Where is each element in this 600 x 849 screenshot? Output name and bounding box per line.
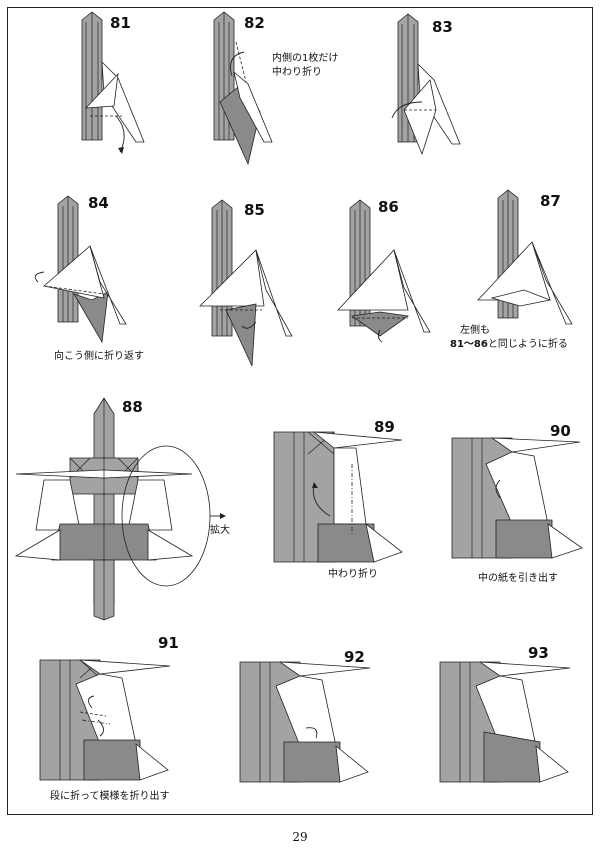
diagram-step-92	[239, 661, 371, 783]
step-number-90: 90	[550, 422, 571, 440]
step-number-85: 85	[244, 201, 265, 219]
step-84-caption: 向こう側に折り返す	[54, 351, 144, 362]
step-88-caption: 拡大	[210, 525, 230, 536]
step-90-caption: 中の紙を引き出す	[478, 573, 558, 584]
step-number-91: 91	[158, 634, 179, 652]
step-number-87: 87	[540, 192, 561, 210]
diagram-step-90	[451, 437, 583, 559]
step-89-caption: 中わり折り	[328, 569, 378, 580]
step-82-caption-line-2: 中わり折り	[272, 67, 322, 78]
step-number-81: 81	[110, 14, 131, 32]
step-82-caption-line-1: 内側の1枚だけ	[272, 53, 339, 64]
step-number-84: 84	[88, 194, 109, 212]
step-87-caption-step-range: 81〜86	[450, 339, 488, 350]
page-number: 29	[292, 830, 308, 844]
step-91-caption: 段に折って模様を折り出す	[50, 791, 170, 802]
step-number-83: 83	[432, 18, 453, 36]
diagram-step-87	[477, 189, 573, 325]
diagram-step-89	[273, 431, 403, 563]
step-number-86: 86	[378, 198, 399, 216]
step-87-caption-line-2: 81〜86と同じように折る	[450, 338, 568, 352]
step-number-92: 92	[344, 648, 365, 666]
step-number-88: 88	[122, 398, 143, 416]
diagram-step-86	[337, 199, 431, 343]
diagram-step-82	[213, 11, 273, 166]
page-frame	[7, 7, 593, 815]
diagram-step-85	[199, 199, 293, 367]
diagram-step-88	[14, 397, 226, 621]
diagram-step-93	[439, 661, 571, 783]
step-number-93: 93	[528, 644, 549, 662]
diagram-step-91	[39, 659, 171, 781]
diagram-step-84	[34, 195, 127, 344]
step-number-82: 82	[244, 14, 265, 32]
diagram-step-81	[81, 11, 145, 154]
step-87-caption-text: と同じように折る	[487, 339, 568, 350]
diagram-step-83	[391, 13, 461, 156]
step-number-89: 89	[374, 418, 395, 436]
step-87-caption-line-1: 左側も	[460, 325, 490, 336]
